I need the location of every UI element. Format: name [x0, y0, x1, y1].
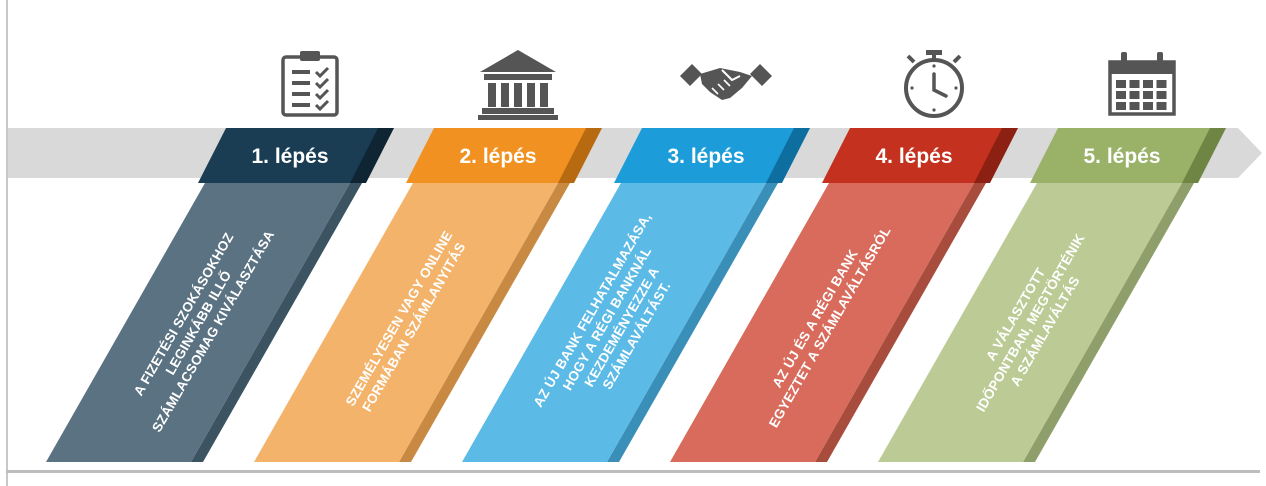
description-panel-shadow — [191, 183, 362, 462]
left-border-line — [6, 0, 8, 486]
step-tab — [1030, 128, 1210, 183]
step-label: 3. lépés — [667, 145, 744, 168]
step-label: 5. lépés — [1083, 145, 1160, 168]
step-tab — [198, 128, 378, 183]
description-panel — [254, 183, 558, 462]
step-label: 4. lépés — [875, 145, 952, 168]
stopwatch-icon — [904, 50, 964, 118]
description-panel — [878, 183, 1182, 462]
description-panel-shadow — [815, 183, 986, 462]
step-tab — [614, 128, 794, 183]
step-label: 2. lépés — [459, 145, 536, 168]
handshake-icon — [680, 64, 772, 100]
description-panel-shadow — [607, 183, 778, 462]
step-tab — [822, 128, 1002, 183]
description-panel-shadow — [1023, 183, 1194, 462]
bottom-border-line — [6, 470, 1260, 473]
clipboard-checklist-icon — [281, 51, 339, 117]
calendar-icon — [1108, 52, 1176, 116]
bank-building-icon — [478, 50, 558, 120]
description-panel — [670, 183, 974, 462]
step-tab — [406, 128, 586, 183]
description-panel — [46, 183, 350, 462]
step-label: 1. lépés — [251, 145, 328, 168]
description-panel-shadow — [399, 183, 570, 462]
description-panel — [462, 183, 766, 462]
